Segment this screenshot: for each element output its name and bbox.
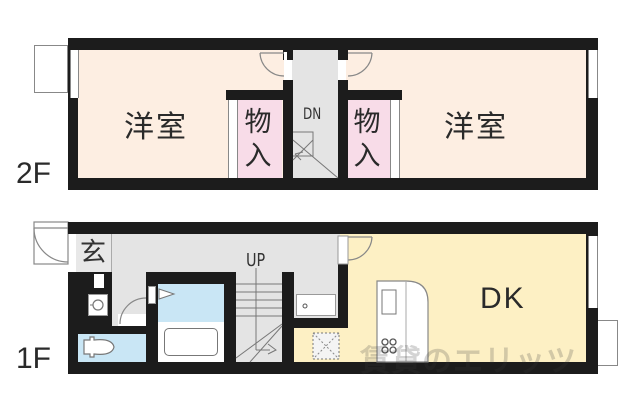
washbasin — [88, 294, 108, 316]
wall — [283, 38, 293, 60]
door-swing-icon — [337, 235, 373, 265]
stairs-icon — [235, 268, 283, 363]
wall — [68, 38, 78, 190]
room-label: DK — [480, 282, 526, 315]
floor-label: 1F — [16, 342, 52, 375]
entrance — [76, 232, 112, 272]
storage-label: 入 — [244, 141, 272, 172]
drain-icon — [302, 303, 308, 309]
storage-label: 物 — [353, 107, 381, 138]
laundry-slot — [94, 274, 104, 288]
wall — [68, 362, 598, 374]
door-swing-icon — [118, 297, 147, 326]
storage-door-left — [228, 100, 238, 178]
bathtub-icon — [164, 328, 218, 356]
door-swing-icon — [259, 52, 287, 77]
stairs-icon — [292, 131, 339, 179]
wall — [338, 90, 402, 100]
washing-machine-space — [296, 294, 336, 316]
balcony-right — [596, 320, 618, 366]
wall — [338, 222, 348, 234]
wall — [282, 318, 342, 328]
wall — [338, 80, 348, 190]
wall — [68, 222, 598, 234]
wall — [283, 80, 293, 190]
storage-door-right — [390, 100, 400, 178]
washbasin-icon — [90, 299, 104, 311]
wall — [338, 38, 348, 60]
watermark: 賃貸のエリッツ — [360, 344, 577, 379]
refrigerator-space-icon — [312, 332, 340, 360]
storage-label: 入 — [353, 141, 381, 172]
storage-left — [236, 100, 282, 178]
wall — [68, 38, 598, 50]
toilet-icon — [83, 336, 115, 358]
wall — [68, 272, 78, 374]
storage-label: 物 — [244, 107, 272, 138]
floor-label: 2F — [16, 157, 52, 190]
wall — [68, 178, 598, 190]
room-label: 洋室 — [444, 110, 508, 145]
wall — [224, 272, 236, 364]
door-swing-icon — [347, 52, 373, 77]
balcony-left — [34, 45, 68, 93]
wall — [78, 326, 146, 334]
wall — [226, 90, 284, 100]
window-dk — [588, 236, 598, 308]
storage-right — [348, 100, 390, 178]
entrance-label: 玄 — [80, 238, 107, 268]
window-left — [70, 50, 79, 98]
entrance-door-icon — [33, 221, 69, 265]
stair-direction-label: DN — [303, 104, 322, 123]
stair-hall-2f — [292, 50, 338, 178]
faucet-icon — [158, 288, 176, 300]
kitchen-counter-icon — [376, 280, 429, 363]
room-label: 洋室 — [124, 110, 188, 145]
bath-door — [148, 286, 156, 304]
wall — [338, 264, 348, 328]
wall — [146, 272, 234, 284]
stair-direction-label: UP — [246, 250, 266, 271]
window-right — [588, 50, 598, 98]
